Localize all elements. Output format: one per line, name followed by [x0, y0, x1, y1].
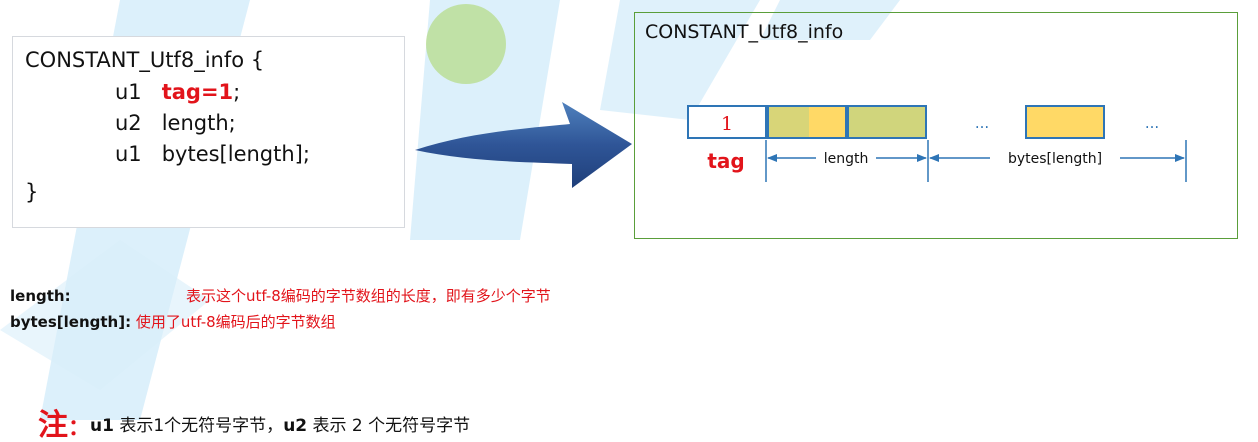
struct-field-length: u2 length;: [115, 111, 236, 135]
legend-length-desc: 表示这个utf-8编码的字节数组的长度，即有多少个字节: [186, 287, 551, 305]
ellipsis-2: ...: [1145, 114, 1159, 132]
struct-field-tag: u1 tag=1;: [115, 77, 240, 108]
struct-definition-box: CONSTANT_Utf8_info { u1 tag=1; u2 length…: [12, 36, 405, 228]
note-u1-desc: 表示1个无符号字节，: [113, 416, 284, 436]
layout-diagram-box: CONSTANT_Utf8_info: [634, 12, 1238, 239]
legend-bytes-key: bytes[length]:: [10, 313, 132, 331]
bytes-label: bytes[length]: [1008, 151, 1102, 167]
tag-cell: [687, 105, 767, 139]
note-colon: ：: [68, 416, 91, 441]
legend-length-key: length:: [10, 287, 71, 305]
legend-length: length: 表示这个utf-8编码的字节数组的长度，即有多少个字节: [10, 285, 551, 306]
tag-label: tag: [707, 149, 744, 173]
legend-bytes-desc: 使用了utf-8编码后的字节数组: [135, 313, 336, 331]
legend-bytes: bytes[length]: 使用了utf-8编码后的字节数组: [10, 311, 336, 332]
note-mark: 注: [38, 408, 68, 442]
field-semicolon: ;: [233, 80, 241, 104]
tag-value: 1: [721, 113, 733, 135]
length-label: length: [824, 151, 869, 167]
struct-header: CONSTANT_Utf8_info {: [25, 48, 265, 72]
note-u2-desc: 表示 2 个无符号字节: [307, 416, 471, 436]
field-type-u1: u1: [115, 80, 142, 104]
struct-field-bytes: u1 bytes[length];: [115, 142, 310, 166]
right-arrow-icon: [415, 102, 632, 188]
field-tag: tag=1: [161, 80, 234, 104]
length-cell-1-overlay: [769, 107, 809, 137]
length-cell-2-overlay: [849, 107, 925, 137]
length-cell-1: [767, 105, 847, 139]
struct-close: }: [25, 180, 39, 204]
note-u2: u2: [283, 416, 308, 436]
diagram-title: CONSTANT_Utf8_info: [645, 21, 844, 43]
ellipsis-1: ...: [975, 114, 989, 132]
byte-cell: [1025, 105, 1105, 139]
note: 注：u1 表示1个无符号字节，u2 表示 2 个无符号字节: [38, 400, 470, 442]
note-u1: u1: [90, 416, 114, 436]
